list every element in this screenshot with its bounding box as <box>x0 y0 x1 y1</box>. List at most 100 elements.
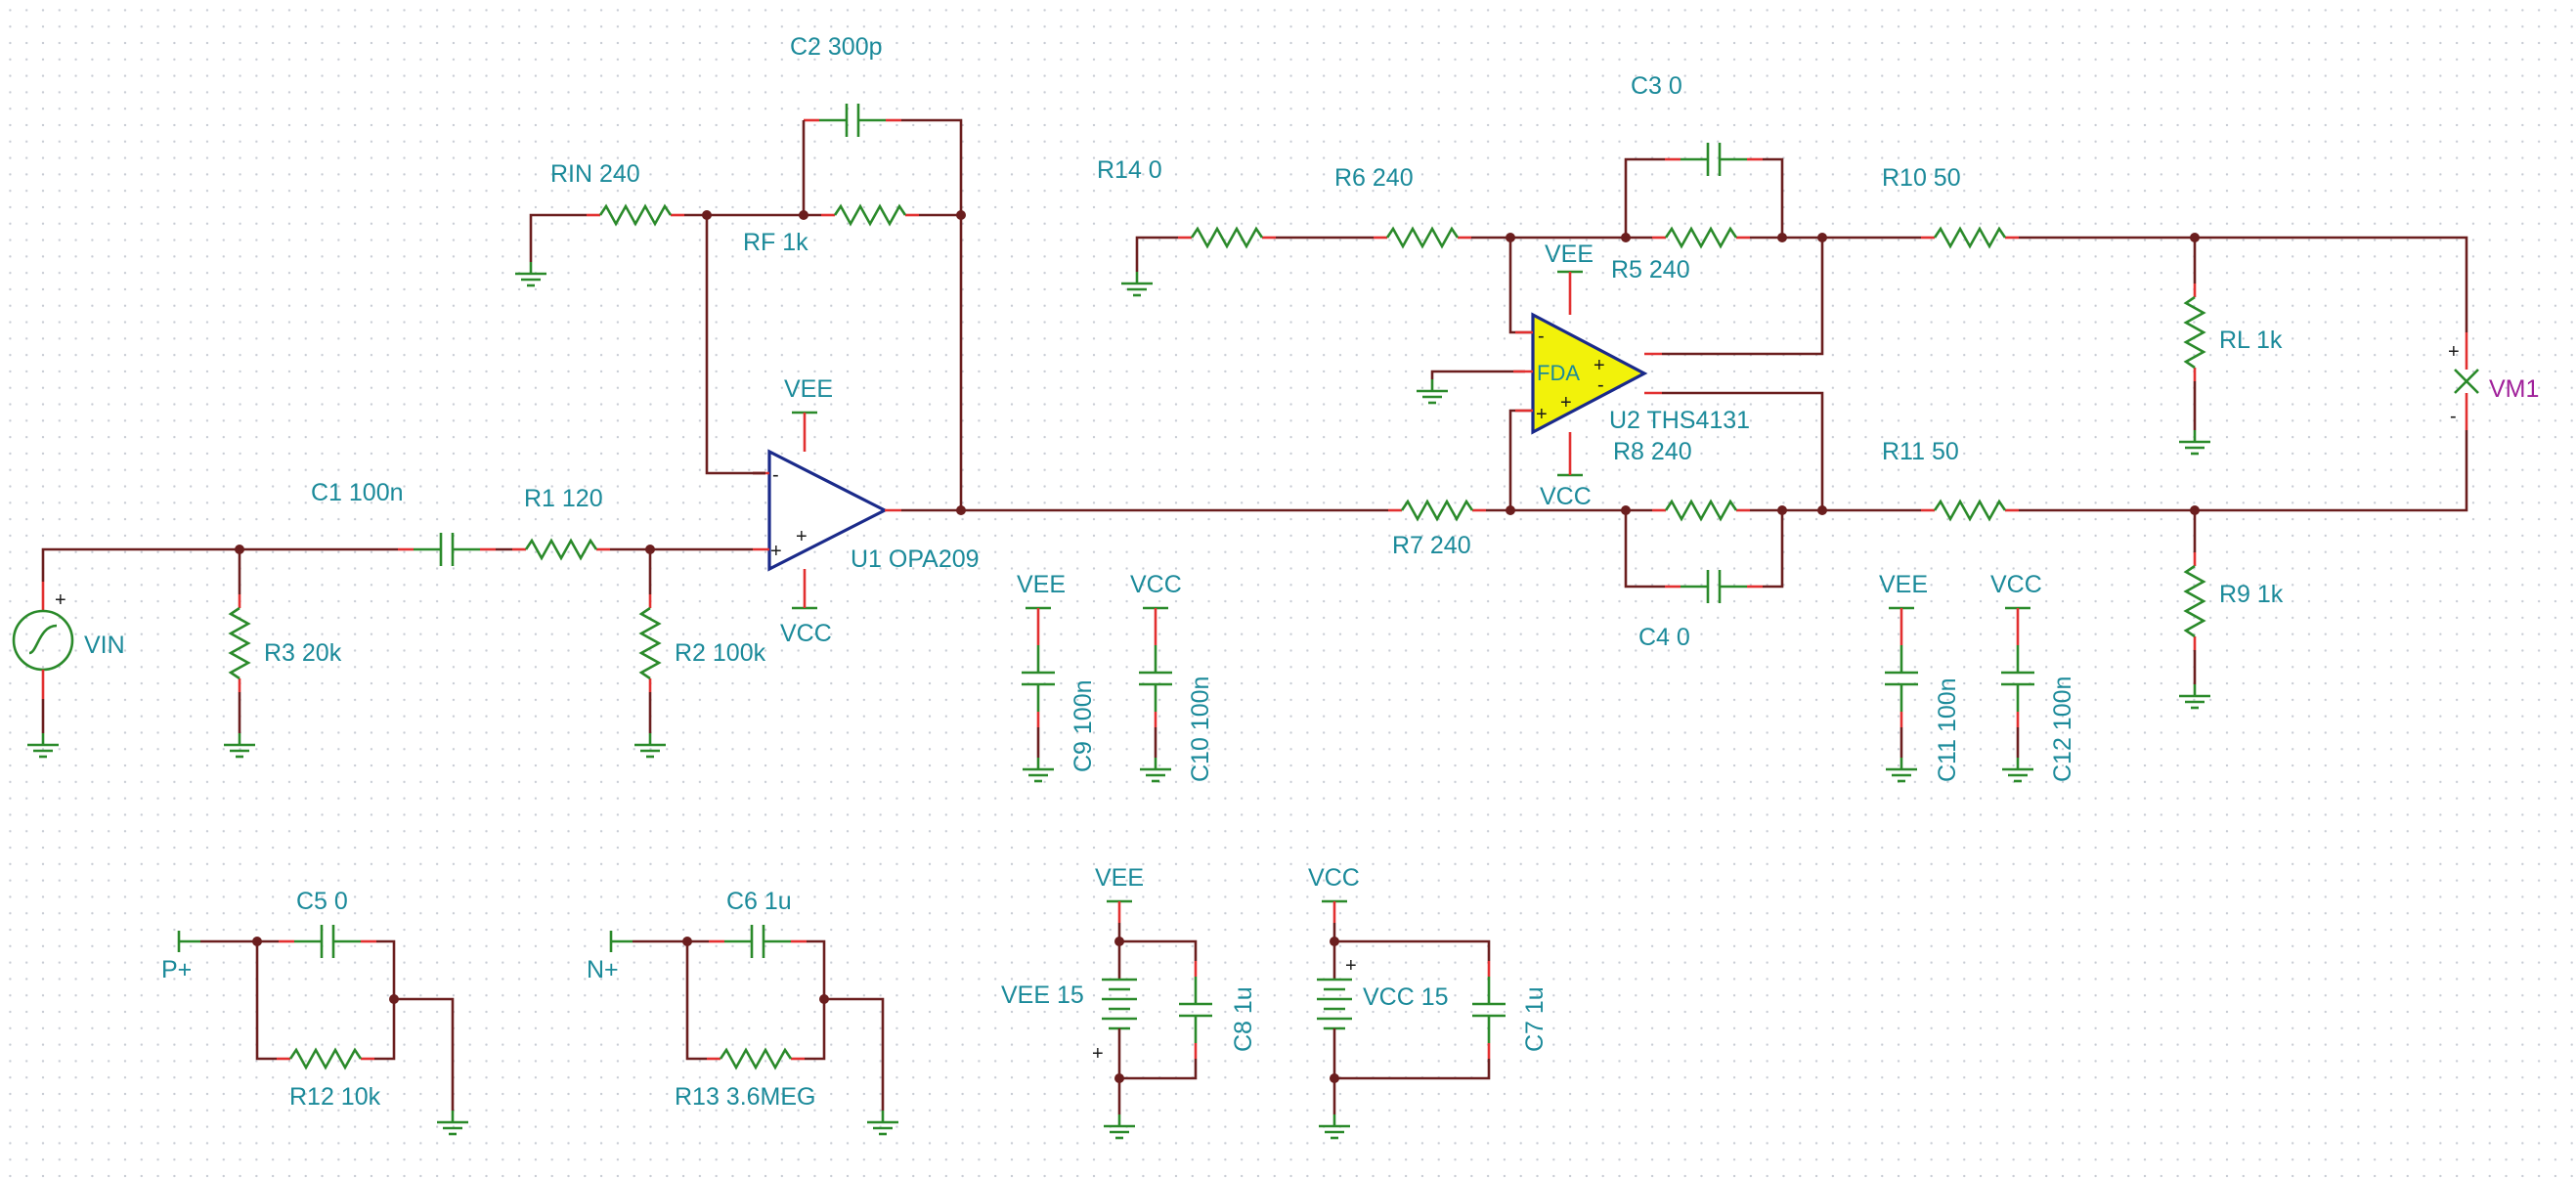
rl-label: RL 1k <box>2219 327 2283 354</box>
c7-capacitor[interactable] <box>1470 959 1507 1061</box>
r1-label: R1 120 <box>524 485 603 512</box>
svg-text:-: - <box>1597 374 1604 396</box>
r12-resistor[interactable] <box>275 1048 376 1069</box>
c10-label: C10 100n <box>1187 676 1214 782</box>
r2-resistor[interactable] <box>639 592 661 694</box>
r5-label: R5 240 <box>1611 256 1690 284</box>
svg-text:+: + <box>770 541 782 562</box>
vcc15-label: VCC 15 <box>1363 983 1449 1011</box>
c10-capacitor[interactable] <box>1137 628 1174 729</box>
r13-resistor[interactable] <box>705 1048 807 1069</box>
ground-symbol <box>1317 1113 1352 1140</box>
svg-text:+: + <box>1092 1043 1104 1065</box>
rin-resistor[interactable] <box>585 204 686 226</box>
vin-source[interactable]: + <box>12 582 74 699</box>
r8-resistor[interactable] <box>1650 500 1752 521</box>
vcc-bat-label: VCC <box>1308 864 1360 892</box>
c7-label: C7 1u <box>1521 986 1549 1052</box>
ground-symbol <box>2000 756 2035 783</box>
ground-symbol <box>1119 270 1155 297</box>
c3-capacitor[interactable] <box>1663 141 1765 178</box>
r9-resistor[interactable] <box>2184 550 2205 652</box>
c8-label: C8 1u <box>1230 986 1257 1052</box>
u1-opamp[interactable]: - + + <box>753 434 901 587</box>
fda-text: FDA <box>1537 361 1580 385</box>
vee-battery[interactable]: + <box>1092 978 1137 1065</box>
c12-label: C12 100n <box>2049 676 2076 782</box>
vee15-label: VEE 15 <box>1001 982 1084 1009</box>
c9-capacitor[interactable] <box>1020 628 1057 729</box>
vee-tee <box>1105 899 1134 925</box>
r8-label: R8 240 <box>1613 438 1692 465</box>
rf-resistor[interactable] <box>819 204 921 226</box>
ground-symbol <box>633 731 668 759</box>
ground-symbol <box>1884 756 1919 783</box>
ground-symbol <box>2177 682 2212 710</box>
svg-text:+: + <box>2448 341 2460 363</box>
r3-resistor[interactable] <box>229 592 250 694</box>
r14-label: R14 0 <box>1097 156 1162 184</box>
r10-label: R10 50 <box>1882 164 1961 192</box>
svg-text:+: + <box>55 589 66 611</box>
r6-resistor[interactable] <box>1372 227 1473 248</box>
vcc-tee <box>1320 899 1349 925</box>
vee-tee <box>1555 270 1585 295</box>
svg-text:-: - <box>2450 406 2457 427</box>
c2-capacitor[interactable] <box>802 102 903 139</box>
rin-label: RIN 240 <box>550 160 640 188</box>
vcc-tee <box>790 585 819 610</box>
pplus-pin[interactable] <box>177 931 200 952</box>
u2-vcc-label: VCC <box>1540 483 1592 510</box>
svg-text:+: + <box>1560 392 1572 414</box>
ground-symbol <box>1021 756 1056 783</box>
r12-label: R12 10k <box>289 1083 381 1111</box>
ground-symbol <box>2177 428 2212 456</box>
rl-resistor[interactable] <box>2184 282 2205 383</box>
c8-capacitor[interactable] <box>1177 959 1214 1061</box>
c6-capacitor[interactable] <box>707 923 808 960</box>
r5-resistor[interactable] <box>1650 227 1752 248</box>
c12-capacitor[interactable] <box>1999 628 2036 729</box>
c4-capacitor[interactable] <box>1663 568 1765 605</box>
c1-capacitor[interactable] <box>396 531 498 568</box>
c11-capacitor[interactable] <box>1883 628 1920 729</box>
vm1-label: VM1 <box>2489 375 2539 403</box>
svg-text:+: + <box>796 526 808 547</box>
r14-resistor[interactable] <box>1176 227 1278 248</box>
svg-text:+: + <box>1536 404 1548 425</box>
nplus-label: N+ <box>587 956 619 983</box>
r13-label: R13 3.6MEG <box>675 1083 816 1111</box>
c5-capacitor[interactable] <box>277 923 378 960</box>
r11-resistor[interactable] <box>1919 500 2021 521</box>
c12-vcc-label: VCC <box>1990 571 2042 598</box>
r11-label: R11 50 <box>1882 438 1959 465</box>
svg-text:+: + <box>1594 355 1605 376</box>
c5-label: C5 0 <box>296 888 348 915</box>
u2-vee-label: VEE <box>1545 240 1594 268</box>
r9-label: R9 1k <box>2219 581 2284 608</box>
nplus-pin[interactable] <box>609 931 633 952</box>
r10-resistor[interactable] <box>1919 227 2021 248</box>
ground-symbol <box>1415 377 1450 405</box>
r7-resistor[interactable] <box>1386 500 1488 521</box>
u1-vee-label: VEE <box>784 375 833 403</box>
c11-vee-label: VEE <box>1879 571 1928 598</box>
c3-label: C3 0 <box>1631 72 1682 100</box>
c1-label: C1 100n <box>311 479 404 506</box>
ground-symbol <box>865 1109 900 1136</box>
ground-symbol <box>435 1109 470 1136</box>
r6-label: R6 240 <box>1334 164 1414 192</box>
vcc-tee <box>2003 606 2032 632</box>
vcc-tee <box>1555 452 1585 477</box>
u2-fda[interactable]: - + + - + FDA <box>1513 293 1662 454</box>
u2-label: U2 THS4131 <box>1609 407 1750 434</box>
c9-label: C9 100n <box>1070 679 1097 772</box>
ground-symbol <box>513 260 548 287</box>
r1-resistor[interactable] <box>510 539 612 560</box>
r2-label: R2 100k <box>675 639 766 667</box>
vm1-voltmeter[interactable]: + - <box>2448 332 2479 430</box>
c9-vee-label: VEE <box>1017 571 1066 598</box>
vcc-battery[interactable]: + <box>1317 955 1357 1030</box>
